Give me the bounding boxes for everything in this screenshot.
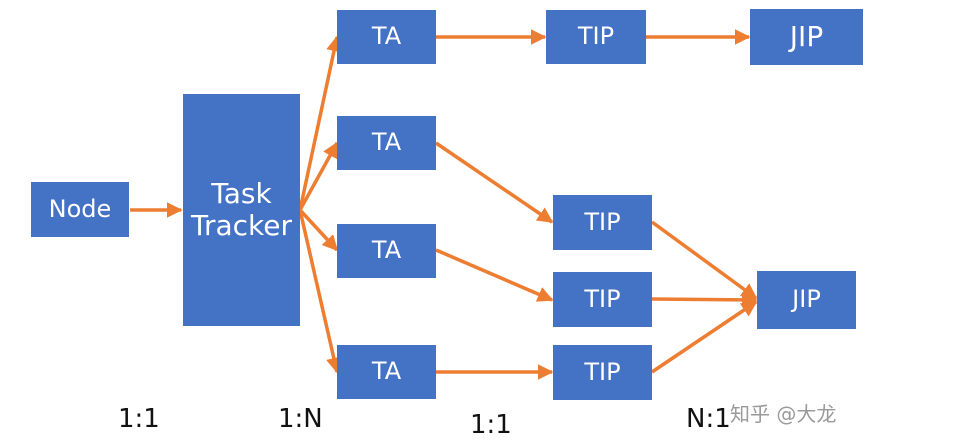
ratio-ta-to-tip: 1:1 — [470, 410, 512, 440]
ta-box-4: TA — [337, 345, 436, 399]
tip-label-1: TIP — [577, 22, 615, 51]
tip-label-4: TIP — [584, 357, 621, 386]
arrow-tip4-to-jip2 — [651, 300, 758, 374]
watermark: 知乎 @大龙 — [730, 402, 837, 426]
tip-label-2: TIP — [584, 207, 621, 236]
arrow-tip2-to-jip2 — [650, 220, 758, 300]
node-label: Node — [48, 194, 112, 223]
ratio-tracker-to-ta: 1:N — [278, 404, 323, 434]
arrow-tracker-to-ta-3 — [298, 208, 339, 252]
task-tracker-label-line1: Task — [211, 176, 272, 210]
ta-box-1: TA — [337, 10, 436, 64]
tip-box-4: TIP — [553, 345, 652, 400]
ta-label-2: TA — [371, 128, 402, 157]
ta-label-3: TA — [371, 236, 402, 265]
tip-box-3: TIP — [553, 272, 652, 327]
arrow-tracker-to-ta-4 — [298, 209, 342, 374]
ta-box-2: TA — [337, 116, 436, 170]
jip-box-2: JIP — [757, 271, 856, 329]
ta-label-1: TA — [371, 22, 402, 51]
jip-box-1: JIP — [750, 9, 863, 65]
arrow-tracker-to-ta-1 — [298, 35, 342, 211]
tip-label-3: TIP — [584, 284, 621, 313]
ratio-tip-to-jip: N:1 — [686, 404, 731, 434]
tip-box-2: TIP — [553, 195, 652, 250]
jip-label-1: JIP — [789, 19, 824, 53]
ratio-node-to-tracker: 1:1 — [118, 404, 160, 434]
jip-label-2: JIP — [792, 285, 821, 314]
task-tracker-label-line2: Tracker — [190, 209, 292, 242]
tip-box-1: TIP — [546, 10, 646, 64]
node-box: Node — [31, 182, 129, 237]
arrow-tip3-to-jip2 — [651, 291, 758, 308]
arrow-tracker-to-ta-2 — [298, 141, 339, 211]
arrow-ta2-to-tip2 — [435, 141, 554, 224]
ta-label-4: TA — [371, 357, 402, 386]
task-tracker-box: Task Tracker — [183, 94, 300, 326]
arrow-ta3-to-tip3 — [435, 248, 554, 302]
ta-box-3: TA — [337, 224, 436, 278]
